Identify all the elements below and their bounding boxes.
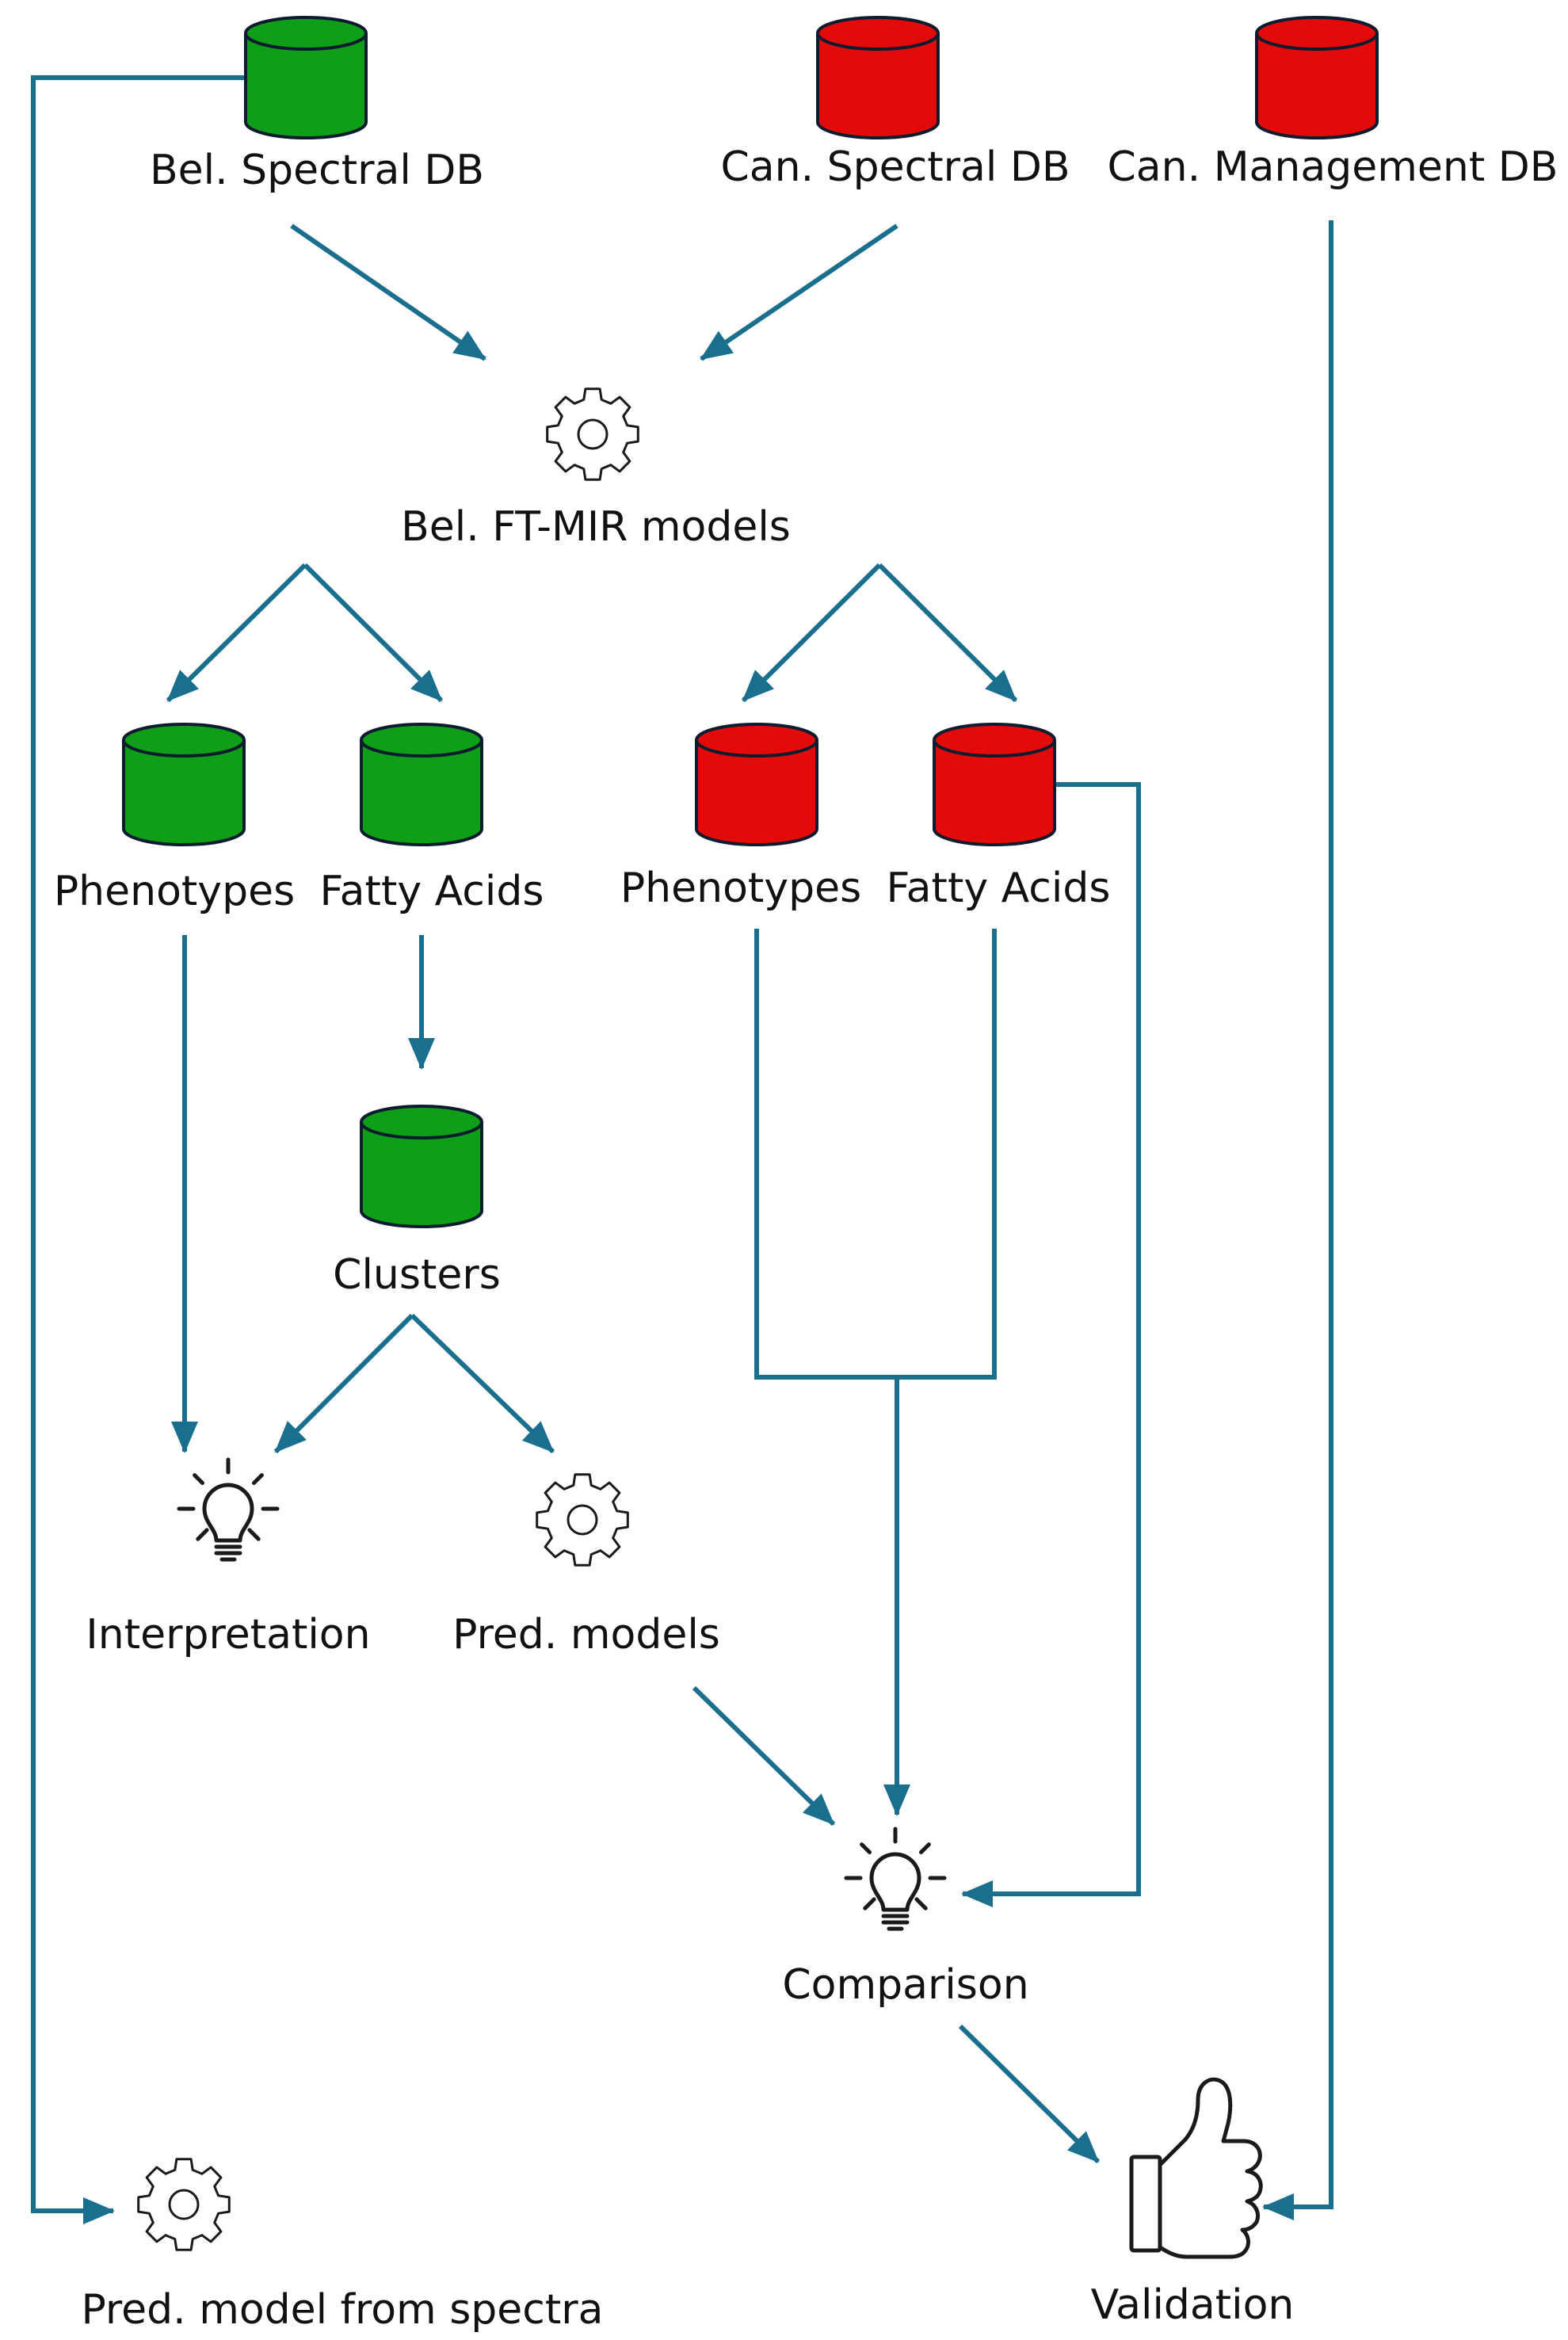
edge-ftmir-to-can-fatty-acids: [877, 563, 1018, 703]
bel-phenotypes-database-icon: [122, 723, 246, 846]
edge-pred-models-to-comparison: [692, 1685, 836, 1827]
edge-bel-spectral-to-pred-model-from-spectra: [31, 75, 244, 2224]
edge-can-fatty-acids-db-to-comparison: [961, 782, 1141, 1907]
can-spectral-db-database-icon: [816, 16, 940, 139]
pred-model-from-spectra-label: Pred. model from spectra: [81, 2286, 603, 2334]
edge-bel-spectral-to-ftmir: [290, 223, 486, 361]
clusters-database-icon: [360, 1105, 483, 1228]
edge-can-phenotypes-fatty-acids-to-comparison: [754, 929, 997, 1815]
bel-fatty-acids-database-icon: [360, 723, 483, 846]
lightbulb-icons: [177, 1457, 947, 1931]
pred-models-label: Pred. models: [452, 1611, 720, 1659]
interpretation-lightbulb-icon: [177, 1457, 280, 1562]
node-labels: Bel. Spectral DB Can. Spectral DB Can. M…: [54, 143, 1558, 2334]
can-management-db-label: Can. Management DB: [1108, 143, 1558, 191]
bel-spectral-db-label: Bel. Spectral DB: [150, 147, 484, 194]
validation-label: Validation: [1091, 2281, 1295, 2329]
validation-thumbs-up-icon: [1129, 2077, 1263, 2259]
pred-model-from-spectra-gear-icon: [137, 2158, 231, 2251]
edges: [31, 75, 1333, 2224]
edge-clusters-to-pred-models: [410, 1313, 555, 1454]
can-fatty-acids-label: Fatty Acids: [887, 865, 1111, 912]
edge-can-spectral-to-ftmir: [700, 223, 898, 361]
interpretation-label: Interpretation: [86, 1611, 370, 1659]
can-fatty-acids-database-icon: [933, 723, 1056, 846]
comparison-label: Comparison: [782, 1961, 1028, 2009]
can-phenotypes-label: Phenotypes: [620, 865, 861, 912]
bel-fatty-acids-label: Fatty Acids: [320, 868, 544, 915]
edge-clusters-to-interpretation: [273, 1313, 414, 1454]
edge-comparison-to-validation: [958, 2024, 1101, 2164]
can-spectral-db-label: Can. Spectral DB: [720, 143, 1070, 191]
bel-ftmir-models-label: Bel. FT-MIR models: [401, 503, 791, 551]
ftmir-gear-icon: [546, 387, 639, 481]
can-management-db-database-icon: [1255, 16, 1379, 139]
database-icons: [122, 16, 1379, 1228]
clusters-label: Clusters: [333, 1251, 501, 1299]
edge-can-management-to-validation: [1262, 220, 1333, 2220]
edge-ftmir-to-can-phenotypes: [741, 563, 882, 703]
comparison-lightbulb-icon: [844, 1827, 947, 1931]
gear-icons: [137, 387, 639, 2251]
edge-ftmir-to-bel-fatty-acids: [303, 563, 444, 703]
pred-models-gear-icon: [536, 1473, 629, 1567]
edge-ftmir-to-bel-phenotypes: [166, 563, 307, 703]
can-phenotypes-database-icon: [695, 723, 818, 846]
bel-phenotypes-label: Phenotypes: [54, 868, 295, 915]
bel-spectral-db-database-icon: [244, 16, 368, 139]
